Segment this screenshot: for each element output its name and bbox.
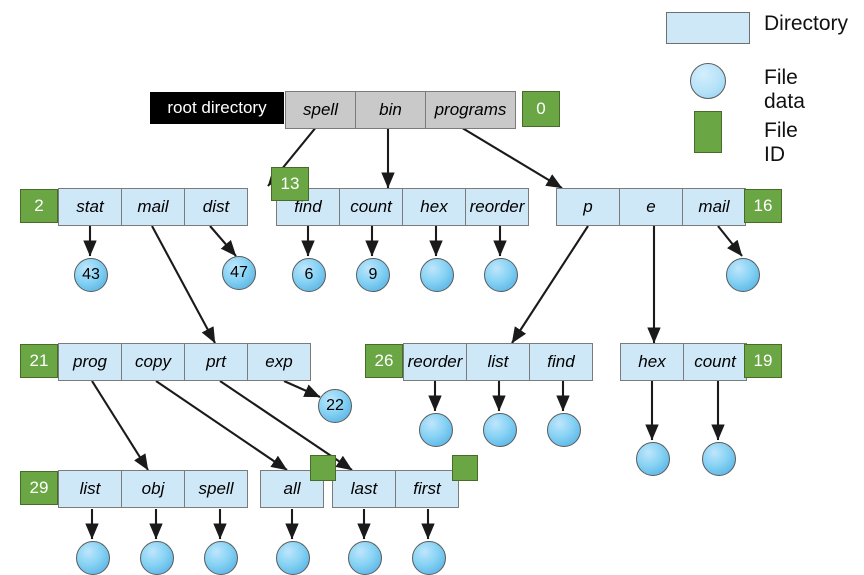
legend-file-id-label: File ID <box>764 119 798 166</box>
entry-obj[interactable]: obj <box>121 470 185 508</box>
data-last[interactable] <box>348 541 382 575</box>
entry-stat[interactable]: stat <box>58 188 122 226</box>
directory-e[interactable]: hex count <box>620 343 747 381</box>
entry-reorder[interactable]: reorder <box>465 188 529 226</box>
file-id-spell-dir[interactable]: 2 <box>20 189 58 223</box>
legend-file-data-swatch <box>690 63 726 99</box>
root-directory-label: root directory <box>150 92 284 124</box>
data-obj[interactable] <box>140 541 174 575</box>
file-id-bin-dir[interactable]: 13 <box>271 167 309 201</box>
legend-file-id-swatch <box>694 111 722 153</box>
entry-count[interactable]: count <box>339 188 403 226</box>
root-directory-row[interactable]: spell bin programs <box>285 91 516 129</box>
data-reorder-2[interactable] <box>419 413 453 447</box>
entry-hex-2[interactable]: hex <box>620 343 684 381</box>
directory-bin[interactable]: find count hex reorder <box>276 188 529 226</box>
root-entry-bin[interactable]: bin <box>355 91 426 129</box>
file-id-p-dir[interactable]: 26 <box>365 344 403 378</box>
data-spell-3[interactable] <box>204 541 238 575</box>
directory-dist[interactable]: prog copy prt exp <box>58 343 311 381</box>
root-entry-programs[interactable]: programs <box>425 91 516 129</box>
entry-spell-3[interactable]: spell <box>184 470 248 508</box>
data-list[interactable] <box>483 413 517 447</box>
data-reorder[interactable] <box>484 258 518 292</box>
file-id-programs-dir[interactable]: 16 <box>744 189 782 223</box>
entry-mail[interactable]: mail <box>121 188 185 226</box>
entry-hex[interactable]: hex <box>402 188 466 226</box>
data-find-2[interactable] <box>547 413 581 447</box>
file-id-dist-dir[interactable]: 21 <box>20 344 58 378</box>
data-list-3[interactable] <box>76 541 110 575</box>
data-all[interactable] <box>276 541 310 575</box>
data-stat[interactable]: 43 <box>74 258 108 292</box>
file-id-copy-dir[interactable] <box>310 455 336 481</box>
data-first[interactable] <box>412 541 446 575</box>
entry-mail-2[interactable]: mail <box>682 188 746 226</box>
file-id-prog-dir[interactable]: 29 <box>20 471 58 505</box>
data-count[interactable]: 9 <box>356 258 390 292</box>
directory-prog[interactable]: list obj spell <box>58 470 248 508</box>
entry-copy[interactable]: copy <box>121 343 185 381</box>
data-exp[interactable]: 22 <box>318 389 352 423</box>
entry-find-2[interactable]: find <box>529 343 593 381</box>
data-hex-2[interactable] <box>636 442 670 476</box>
entry-exp[interactable]: exp <box>247 343 311 381</box>
entry-reorder-2[interactable]: reorder <box>403 343 467 381</box>
file-id-root[interactable]: 0 <box>522 91 560 127</box>
directory-spell[interactable]: stat mail dist <box>58 188 248 226</box>
data-count-2[interactable] <box>702 442 736 476</box>
data-dist[interactable]: 47 <box>222 256 256 290</box>
entry-dist[interactable]: dist <box>184 188 248 226</box>
entry-e[interactable]: e <box>619 188 683 226</box>
entry-prt[interactable]: prt <box>184 343 248 381</box>
root-entry-spell[interactable]: spell <box>285 91 356 129</box>
entry-count-2[interactable]: count <box>683 343 747 381</box>
file-id-prt-dir[interactable] <box>452 455 478 481</box>
entry-list-3[interactable]: list <box>58 470 122 508</box>
entry-p[interactable]: p <box>556 188 620 226</box>
entry-first[interactable]: first <box>395 470 459 508</box>
data-hex[interactable] <box>420 258 454 292</box>
entry-list[interactable]: list <box>466 343 530 381</box>
data-find[interactable]: 6 <box>292 258 326 292</box>
directory-p[interactable]: reorder list find <box>403 343 593 381</box>
data-mail[interactable] <box>726 258 760 292</box>
file-id-e-dir[interactable]: 19 <box>744 344 782 378</box>
legend-file-data-label: File data <box>764 66 805 113</box>
legend-directory-label: Directory <box>764 12 849 35</box>
entry-last[interactable]: last <box>332 470 396 508</box>
legend-directory-swatch <box>666 12 750 44</box>
entry-prog[interactable]: prog <box>58 343 122 381</box>
directory-programs[interactable]: p e mail <box>556 188 746 226</box>
directory-prt[interactable]: last first <box>332 470 459 508</box>
